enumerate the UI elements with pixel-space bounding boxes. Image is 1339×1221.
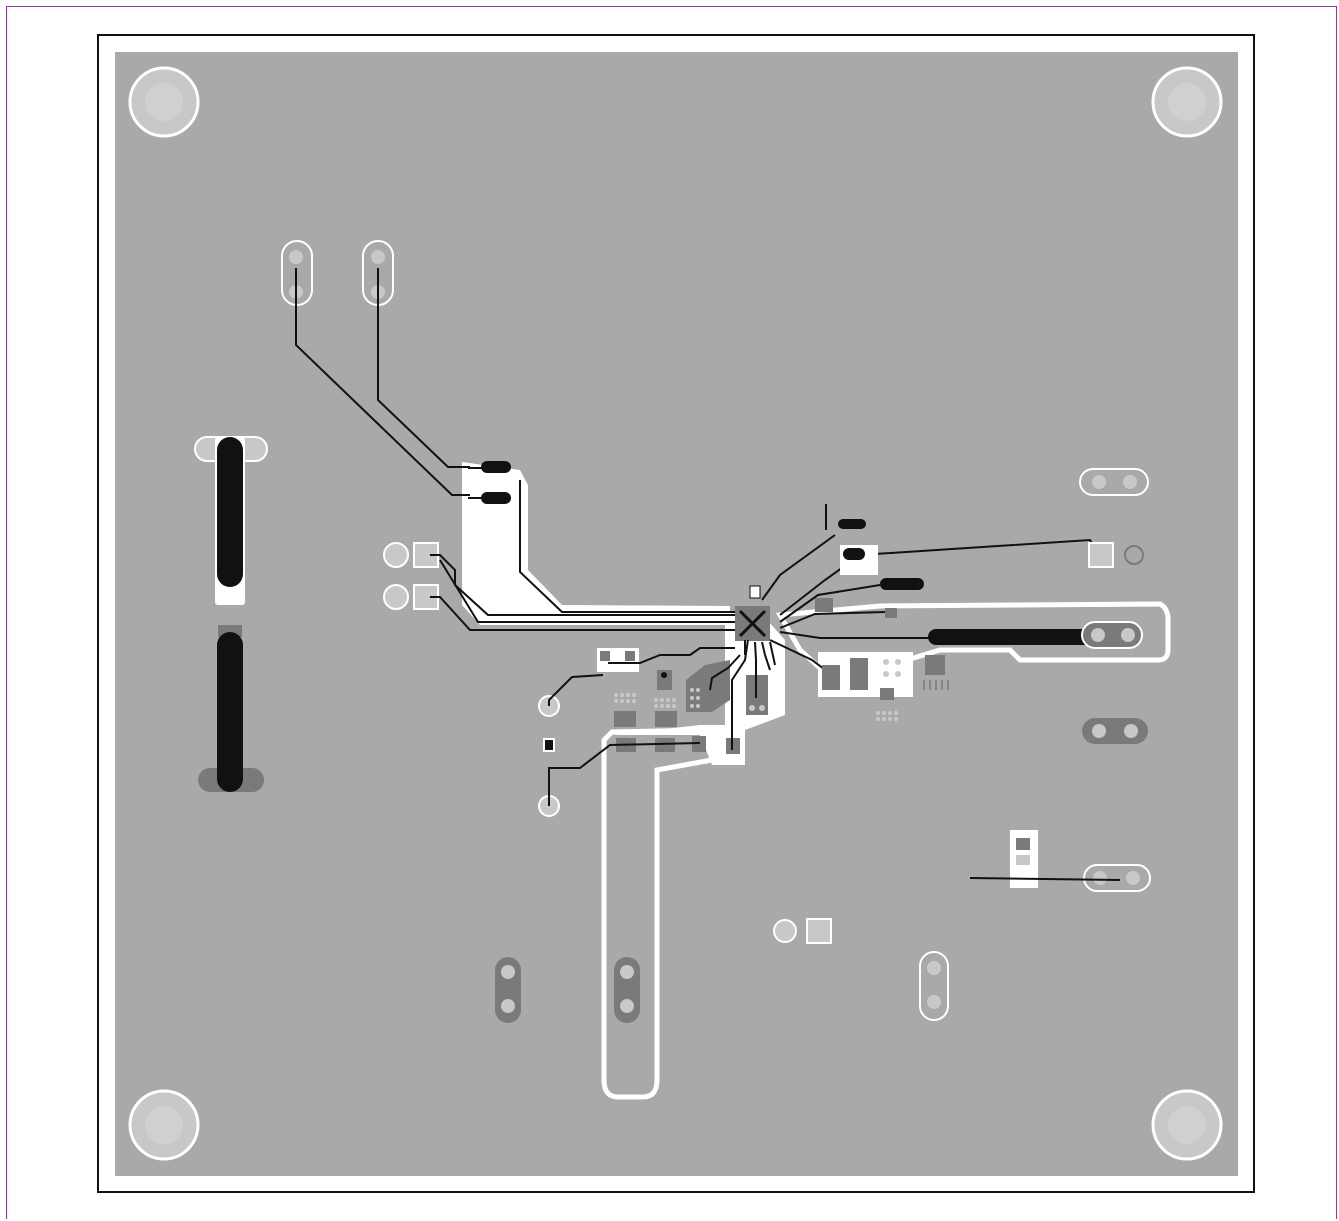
pads-bottom-center-pair <box>773 918 832 944</box>
clearance-region-horizontal-arm <box>775 601 1171 671</box>
passives-right <box>815 504 949 721</box>
window-frame <box>6 6 1337 1219</box>
pad-small-1 <box>481 461 511 473</box>
mounting-hole-bottom-right <box>1151 1089 1223 1161</box>
connector-bottom-3 <box>919 951 949 1021</box>
center-ic <box>735 585 770 641</box>
connector-left-top <box>194 436 268 605</box>
connector-right-bottom <box>969 830 1151 892</box>
mounting-hole-top-left <box>128 66 200 138</box>
connector-bottom-2 <box>614 957 640 1023</box>
connector-right-oval <box>1081 621 1143 649</box>
passives-below-left <box>597 639 776 754</box>
clearance-region-upper <box>462 462 730 625</box>
connector-left-bottom <box>198 625 264 792</box>
connector-right-top <box>1079 468 1149 496</box>
clearance-region-vertical-arm <box>601 727 716 1100</box>
pad-small-2 <box>481 492 511 504</box>
mounting-hole-top-right <box>1151 66 1223 138</box>
connector-bottom-1 <box>495 957 521 1023</box>
thick-trace-right <box>928 629 1123 645</box>
connector-right-mid <box>1082 718 1148 744</box>
test-points-left <box>538 674 701 817</box>
pads-right-pair <box>1088 542 1144 568</box>
mounting-hole-bottom-left <box>128 1089 200 1161</box>
clearance-region-bottom <box>612 612 785 765</box>
